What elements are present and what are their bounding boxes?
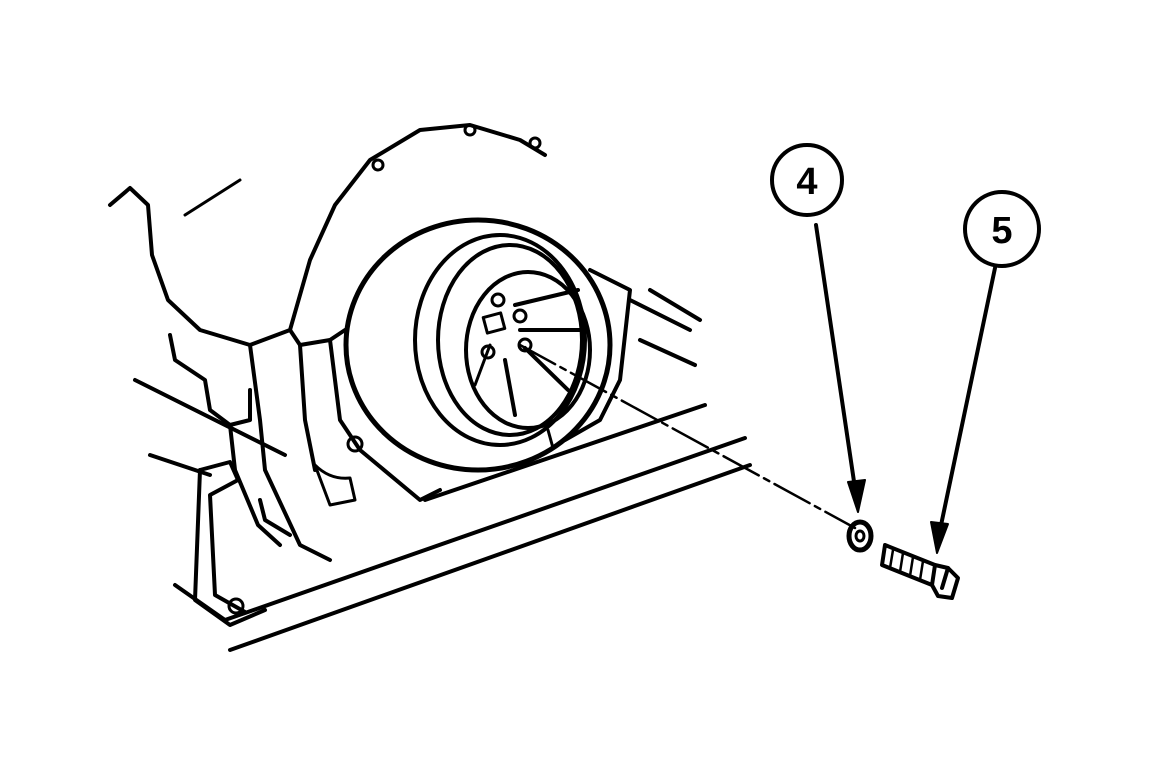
callout-bolt: 5 (963, 190, 1041, 268)
callout-label-4: 4 (796, 161, 817, 203)
engine-housing (108, 123, 547, 562)
callout-washer: 4 (770, 143, 844, 217)
washer (846, 519, 874, 553)
mounting-rail (133, 288, 752, 652)
pulley (343, 217, 632, 473)
callout-label-5: 5 (991, 210, 1012, 252)
bolt (880, 543, 960, 600)
explode-line (518, 343, 857, 530)
leader-line-bolt (930, 266, 997, 554)
leader-line-washer (814, 223, 866, 513)
